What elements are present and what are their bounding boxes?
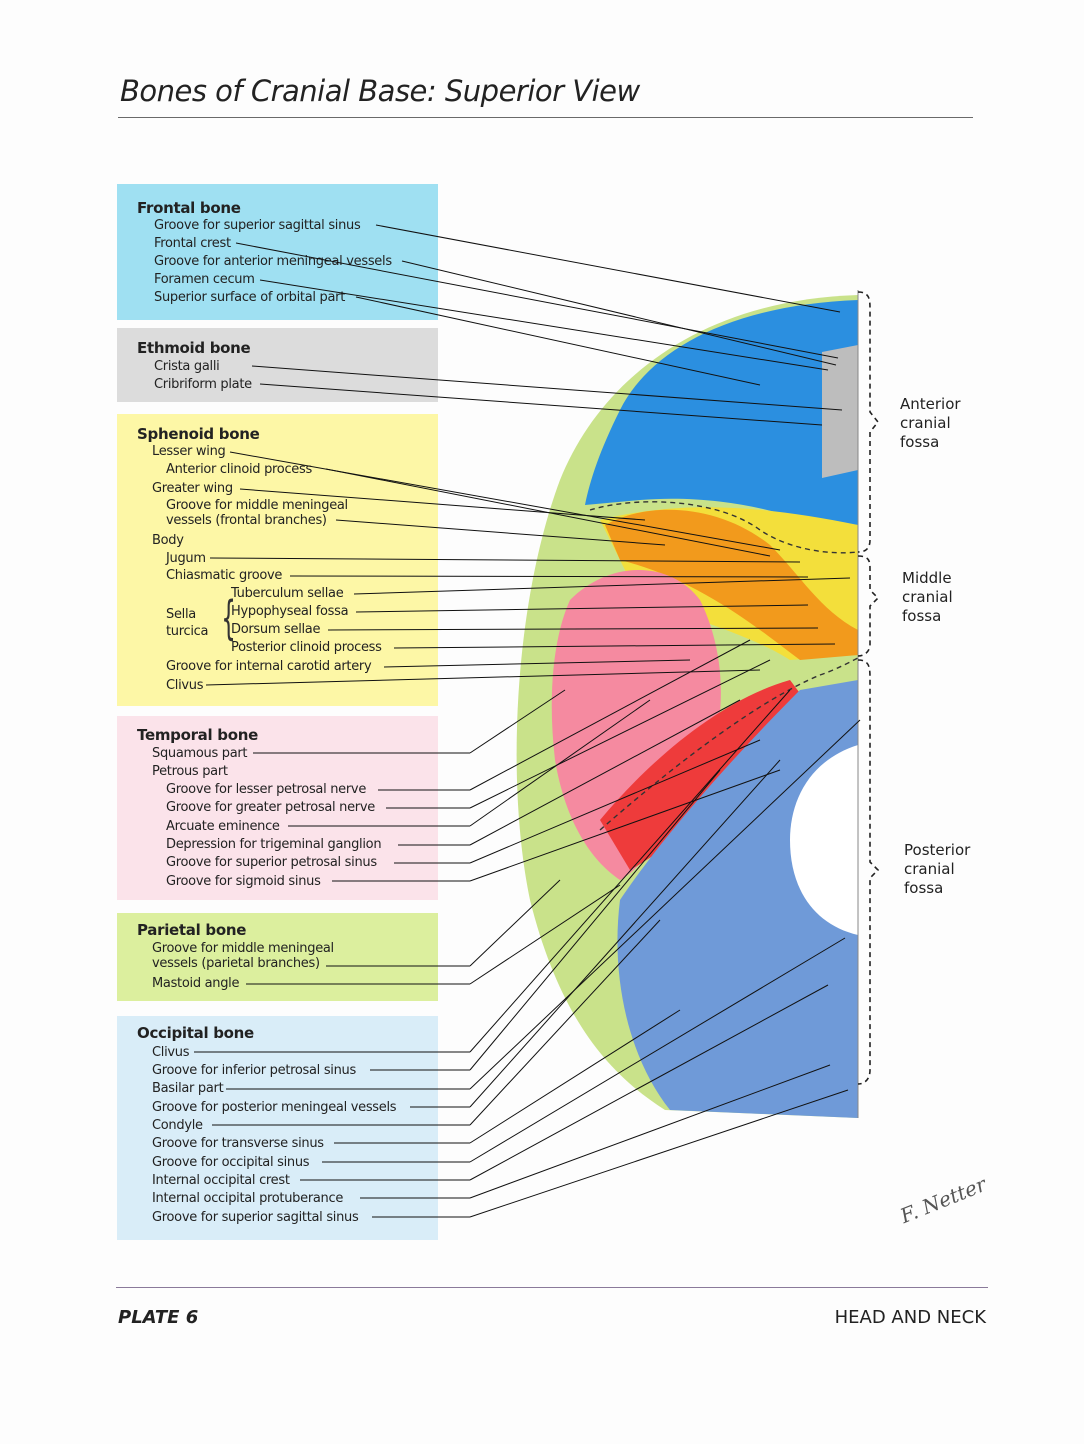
label-mastoid-angle: Mastoid angle — [152, 976, 240, 991]
label-trigeminal-depression: Depression for trigeminal ganglion — [166, 837, 382, 852]
posterior-fossa-bracket — [857, 659, 880, 1085]
label-groove-sigmoid: Groove for sigmoid sinus — [166, 874, 321, 889]
label-groove-posterior-meningeal: Groove for posterior meningeal vessels — [152, 1100, 397, 1115]
occipital-bone-box: Occipital bone — [117, 1016, 438, 1240]
fossa-boundary — [589, 501, 859, 554]
label-groove-transverse-sinus: Groove for transverse sinus — [152, 1136, 324, 1151]
label-body: Body — [152, 533, 184, 548]
label-groove-internal-carotid: Groove for internal carotid artery — [166, 659, 372, 674]
label-groove-superior-sagittal-sinus-frontal: Groove for superior sagittal sinus — [154, 218, 361, 233]
label-groove-greater-petrosal: Groove for greater petrosal nerve — [166, 800, 375, 815]
label-posterior-cranial-fossa: Posterior cranial fossa — [904, 841, 971, 897]
label-tuberculum-sellae: Tuberculum sellae — [231, 586, 344, 601]
section-name: HEAD AND NECK — [834, 1307, 986, 1328]
label-arcuate-eminence: Arcuate eminence — [166, 819, 280, 834]
label-turcica: turcica — [166, 624, 209, 639]
label-internal-occipital-protuberance: Internal occipital protuberance — [152, 1191, 344, 1206]
greater-wing-region — [605, 509, 858, 660]
label-crista-galli: Crista galli — [154, 359, 220, 374]
label-anterior-cranial-fossa: Anterior cranial fossa — [900, 395, 961, 451]
frontal-bone-box: Frontal bone — [117, 184, 438, 320]
anterior-fossa-bracket — [857, 291, 880, 553]
occipital-region — [617, 680, 858, 1118]
label-groove-middle-meningeal-parietal: Groove for middle meningeal vessels (par… — [152, 941, 334, 971]
temporal-petrous-region — [600, 680, 805, 870]
label-groove-middle-meningeal-frontal: Groove for middle meningeal vessels (fro… — [166, 498, 348, 528]
label-groove-superior-petrosal: Groove for superior petrosal sinus — [166, 855, 377, 870]
label-superior-surface-orbital-part: Superior surface of orbital part — [154, 290, 345, 305]
plate-number: PLATE 6 — [118, 1307, 199, 1328]
foramen-magnum — [790, 745, 858, 935]
label-internal-occipital-crest: Internal occipital crest — [152, 1173, 290, 1188]
label-jugum: Jugum — [166, 551, 206, 566]
temporal-bone-heading: Temporal bone — [137, 726, 258, 744]
label-groove-superior-sagittal-occipital: Groove for superior sagittal sinus — [152, 1210, 359, 1225]
label-condyle: Condyle — [152, 1118, 203, 1133]
label-groove-inferior-petrosal: Groove for inferior petrosal sinus — [152, 1063, 356, 1078]
frontal-region — [585, 300, 858, 525]
label-frontal-crest: Frontal crest — [154, 236, 231, 251]
label-posterior-clinoid-process: Posterior clinoid process — [231, 640, 382, 655]
ethmoid-region — [822, 345, 858, 478]
label-lesser-wing: Lesser wing — [152, 444, 226, 459]
parietal-bone-heading: Parietal bone — [137, 921, 247, 939]
label-petrous-part: Petrous part — [152, 764, 228, 779]
page-title: Bones of Cranial Base: Superior View — [120, 74, 640, 108]
label-cribriform-plate: Cribriform plate — [154, 377, 252, 392]
ethmoid-bone-box: Ethmoid bone — [117, 328, 438, 402]
label-basilar-part: Basilar part — [152, 1081, 224, 1096]
fossa-boundary-posterior — [599, 657, 859, 831]
label-middle-cranial-fossa: Middle cranial fossa — [902, 569, 953, 625]
label-sella: Sella — [166, 607, 196, 622]
sphenoid-bone-box: Sphenoid bone — [117, 414, 438, 706]
label-clivus-sphenoid: Clivus — [166, 678, 204, 693]
parietal-bone-box: Parietal bone — [117, 913, 438, 1001]
leader-lines — [194, 224, 861, 1218]
label-greater-wing: Greater wing — [152, 481, 233, 496]
occipital-bone-heading: Occipital bone — [137, 1024, 254, 1042]
sphenoid-bone-heading: Sphenoid bone — [137, 425, 260, 443]
label-groove-anterior-meningeal-vessels: Groove for anterior meningeal vessels — [154, 254, 392, 269]
ethmoid-bone-heading: Ethmoid bone — [137, 339, 251, 357]
footer-rule — [116, 1287, 988, 1288]
frontal-bone-heading: Frontal bone — [137, 199, 241, 217]
temporal-bone-box: Temporal bone — [117, 716, 438, 900]
label-hypophyseal-fossa: Hypophyseal fossa — [231, 604, 349, 619]
title-rule — [118, 117, 973, 118]
label-foramen-cecum: Foramen cecum — [154, 272, 255, 287]
label-dorsum-sellae: Dorsum sellae — [231, 622, 321, 637]
middle-fossa-bracket — [857, 555, 880, 657]
label-groove-occipital-sinus: Groove for occipital sinus — [152, 1155, 310, 1170]
label-groove-lesser-petrosal: Groove for lesser petrosal nerve — [166, 782, 367, 797]
sella-brace: { — [221, 591, 236, 645]
label-anterior-clinoid-process: Anterior clinoid process — [166, 462, 312, 477]
label-squamous-part: Squamous part — [152, 746, 248, 761]
label-chiasmatic-groove: Chiasmatic groove — [166, 568, 283, 583]
label-clivus-occipital: Clivus — [152, 1045, 190, 1060]
